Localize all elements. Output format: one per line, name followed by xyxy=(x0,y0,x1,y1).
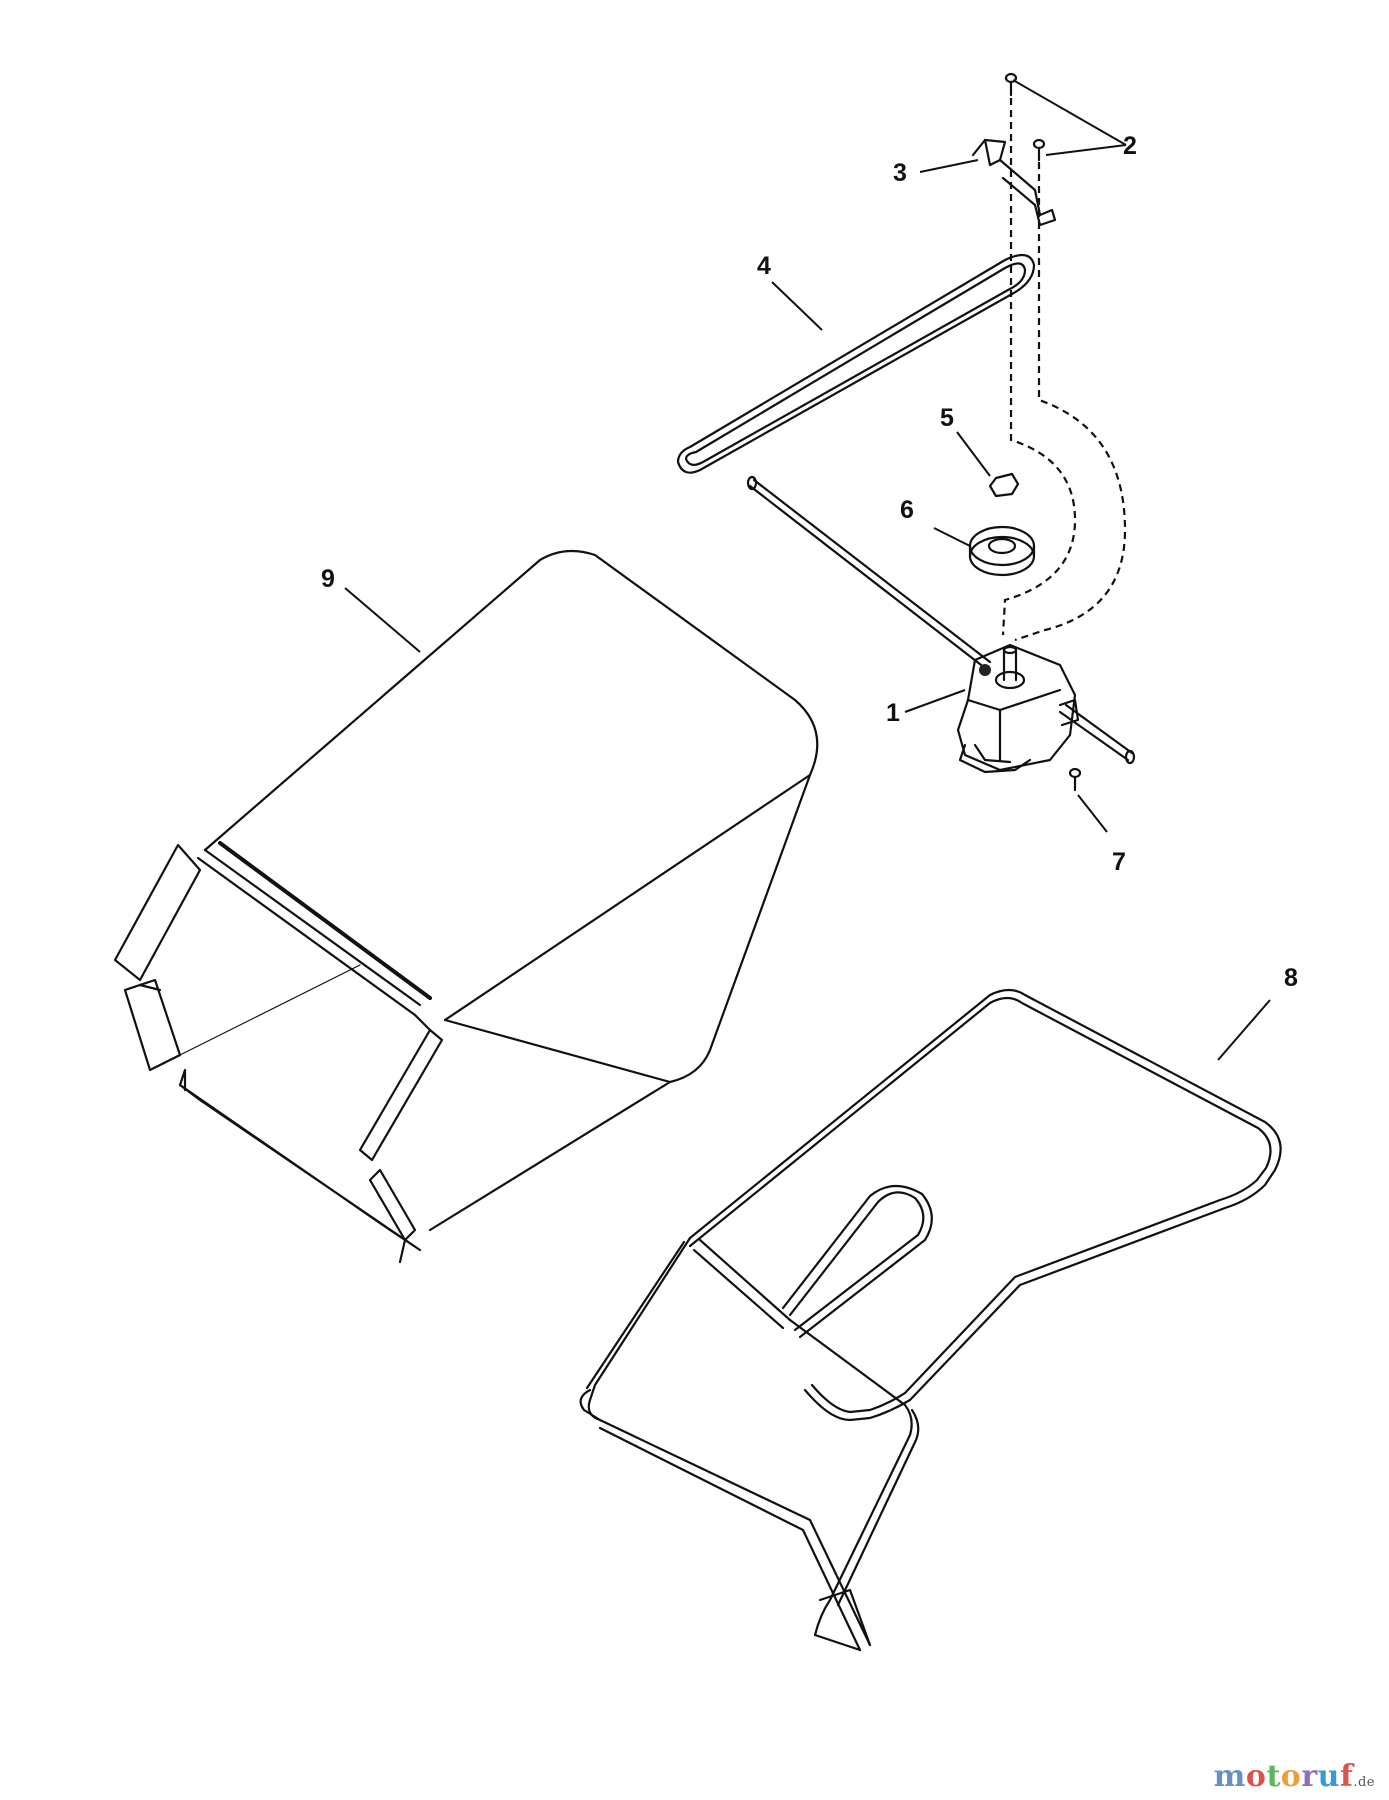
callouts: 1 2 3 4 5 6 7 8 9 xyxy=(321,132,1298,992)
callout-3: 3 xyxy=(893,159,907,187)
callout-4: 4 xyxy=(757,252,771,280)
grass-catcher-bag xyxy=(113,549,819,1264)
callout-1: 1 xyxy=(886,699,900,727)
callout-5: 5 xyxy=(940,404,954,432)
callout-6: 6 xyxy=(900,496,914,524)
leader-lines xyxy=(344,79,1271,1061)
pulley xyxy=(968,525,1036,577)
callout-2: 2 xyxy=(1123,132,1137,160)
watermark-suffix: .de xyxy=(1353,1775,1375,1790)
mounting-bracket xyxy=(971,138,1057,227)
bottom-bolt xyxy=(1068,767,1082,792)
callout-7: 7 xyxy=(1112,848,1126,876)
drive-belt xyxy=(676,253,1036,474)
watermark-logo: motoruf.de xyxy=(1214,1759,1375,1794)
screws xyxy=(1004,72,1046,162)
assembly-dashed-lines xyxy=(1001,98,1127,642)
hex-nut xyxy=(988,472,1020,498)
callout-9: 9 xyxy=(321,565,335,593)
callout-8: 8 xyxy=(1284,964,1298,992)
gearbox xyxy=(956,643,1080,774)
grass-bag-frame xyxy=(579,988,1282,1652)
watermark-text: motoruf xyxy=(1213,1759,1354,1794)
